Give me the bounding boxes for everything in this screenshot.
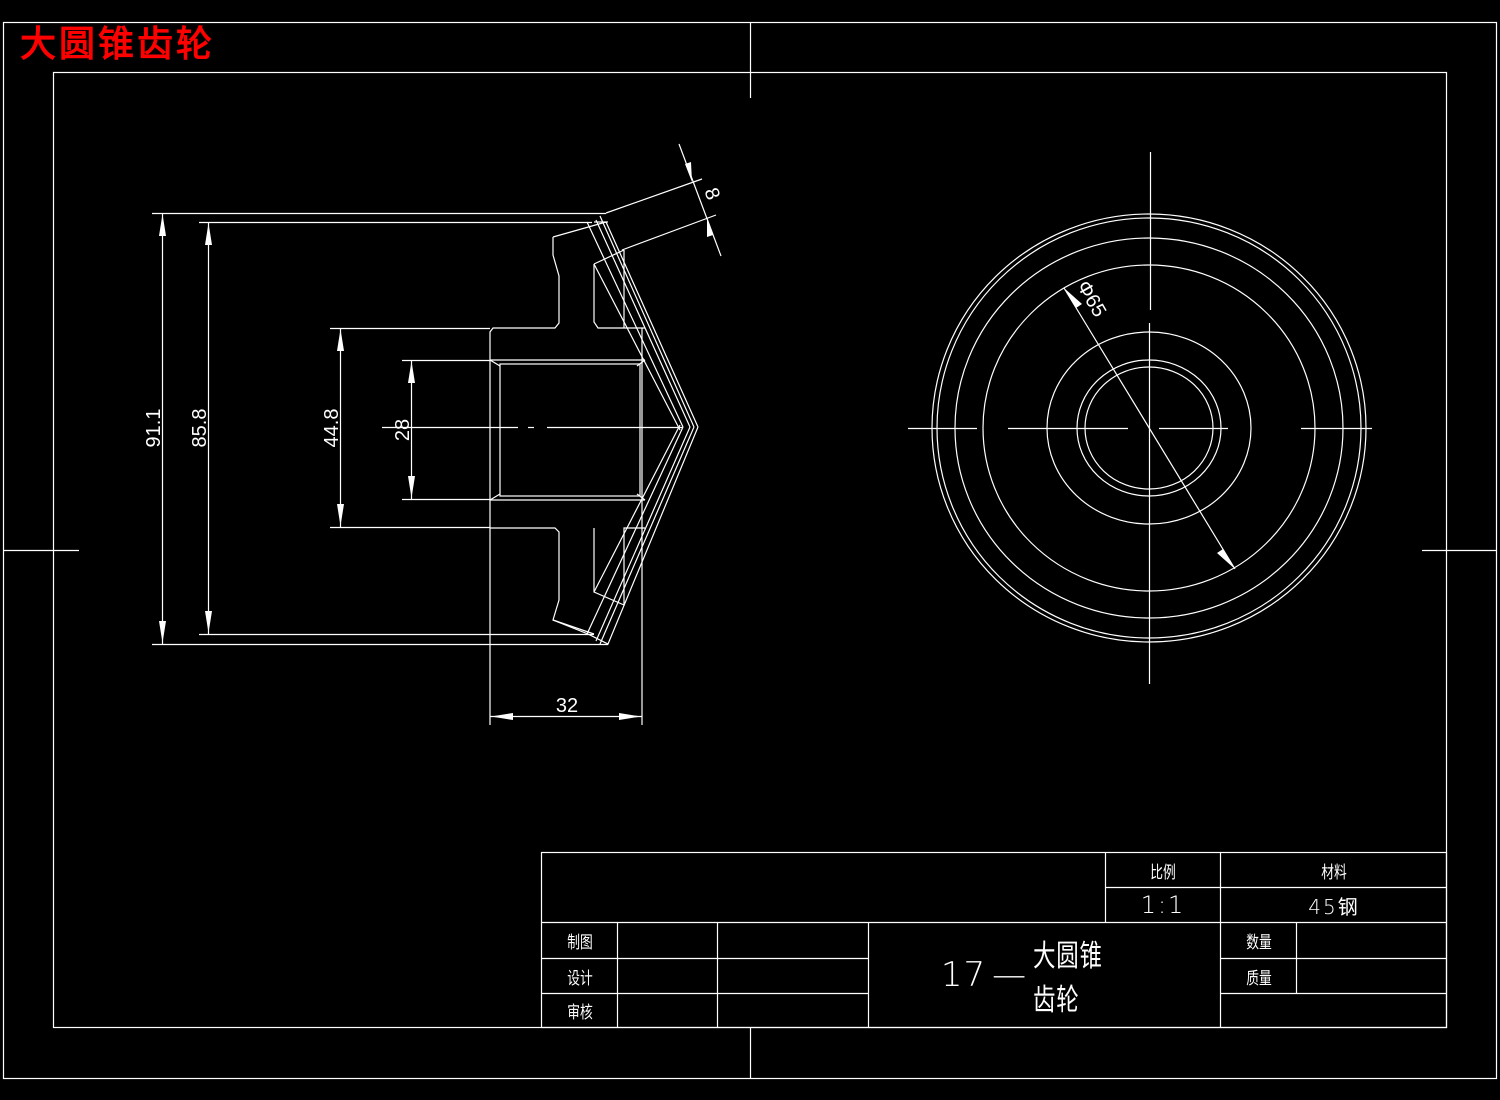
mass-label: 质量 (1245, 968, 1272, 989)
dim-tooth-width: 8 (605, 143, 724, 257)
dim-text-pitch: 85.8 (189, 409, 211, 448)
part-name: 大圆锥齿轮 (1033, 939, 1103, 1018)
dim-bore-diameter: 28 (382, 360, 470, 499)
material-value-cell: 45钢 (1221, 888, 1447, 922)
dim-text-hub: 44.8 (321, 409, 343, 448)
dim-text-phi65: Φ65 (1072, 277, 1110, 321)
drawing-title: 大圆锥齿轮 (20, 23, 216, 65)
material-value: 45钢 (1308, 894, 1360, 919)
material-label-cell: 材料 (1221, 853, 1447, 887)
dim-text-tooth: 8 (699, 185, 723, 203)
scale-label: 比例 (1150, 862, 1176, 883)
mass-label-cell: 质量 (1221, 959, 1296, 993)
dim-text-outer: 91.1 (143, 409, 165, 448)
end-view: Φ65 (908, 152, 1372, 684)
material-label: 材料 (1321, 862, 1347, 883)
scale-value-cell: 1:1 (1106, 888, 1220, 922)
design-label: 设计 (566, 968, 593, 989)
review-label: 审核 (566, 1003, 593, 1023)
dim-pitch-diameter: 85.8 (189, 222, 212, 634)
quantity-label-cell: 数量 (1221, 923, 1296, 958)
review-label-cell: 审核 (542, 994, 617, 1027)
dim-text-bore: 28 (392, 419, 414, 441)
scale-label-cell: 比例 (1106, 853, 1220, 887)
drawn-by-label-cell: 制图 (542, 923, 617, 958)
drawing-number: 17 (940, 955, 987, 995)
dim-outer-diameter: 91.1 (143, 213, 166, 644)
drawing-separator: — (992, 955, 1028, 995)
dim-hub-diameter: 44.8 (321, 328, 344, 527)
title-block-grid (540, 851, 1448, 1029)
dim-text-length: 32 (556, 695, 578, 717)
part-name-cell: 17 — 大圆锥齿轮 (869, 923, 1220, 1027)
drawn-by-label: 制图 (566, 933, 593, 953)
scale-value: 1:1 (1140, 891, 1186, 919)
section-view: 91.1 85.8 44.8 28 32 (143, 143, 724, 725)
dim-hub-length: 32 (490, 695, 642, 720)
quantity-label: 数量 (1245, 933, 1272, 953)
design-label-cell: 设计 (542, 959, 617, 993)
